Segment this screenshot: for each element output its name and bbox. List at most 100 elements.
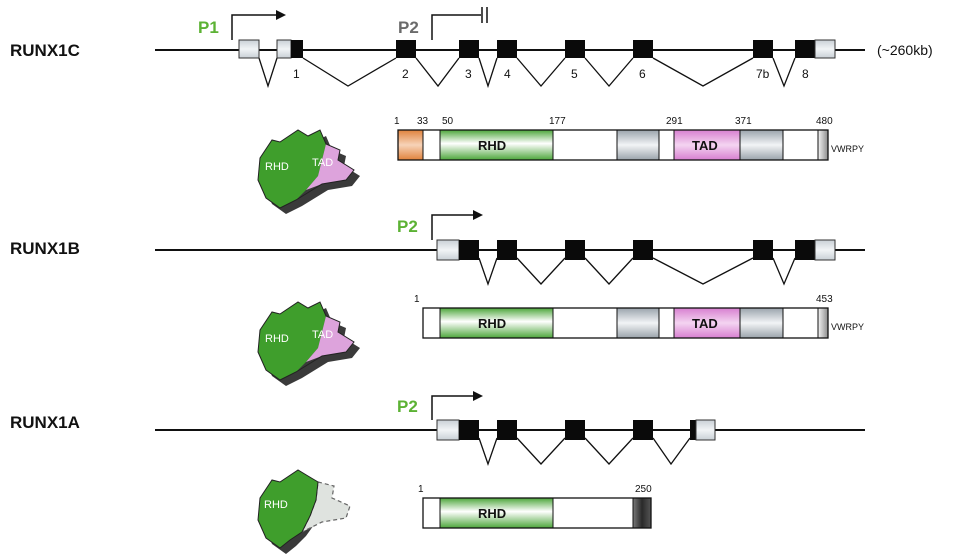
splice-line bbox=[772, 257, 796, 286]
splice-line bbox=[772, 57, 796, 88]
blob-rhd-label: RHD bbox=[265, 161, 289, 173]
c-terminal-end bbox=[818, 130, 828, 160]
tad-blob bbox=[306, 316, 354, 362]
coding-exon bbox=[795, 40, 815, 58]
splice-line bbox=[415, 57, 460, 88]
protein-segment bbox=[423, 498, 440, 528]
rhd-label: RHD bbox=[478, 316, 506, 331]
promoter-arrowhead bbox=[473, 210, 483, 220]
exon-number: 8 bbox=[802, 67, 809, 81]
exon-number: 6 bbox=[639, 67, 646, 81]
splice-line bbox=[478, 437, 498, 466]
c-terminal-end bbox=[818, 308, 828, 338]
coding-exon bbox=[753, 240, 773, 260]
rhd-blob bbox=[258, 302, 326, 380]
isoform-runx1a: RUNX1A P2 RHD 1 250 bbox=[10, 391, 865, 554]
promoter-p2-label: P2 bbox=[397, 397, 418, 416]
tad-blob bbox=[306, 144, 354, 190]
exon-number: 4 bbox=[504, 67, 511, 81]
isoform-label: RUNX1A bbox=[10, 413, 80, 432]
coding-exon bbox=[459, 240, 479, 260]
splice-line bbox=[652, 257, 754, 285]
blob-rhd-label: RHD bbox=[265, 333, 289, 345]
motif-label: VWRPY bbox=[831, 144, 864, 154]
motif-label: VWRPY bbox=[831, 322, 864, 332]
protein-outline bbox=[422, 307, 829, 339]
utr-exon bbox=[436, 419, 460, 441]
promoter-arrow-blocked bbox=[431, 14, 481, 40]
splice-line bbox=[478, 257, 498, 286]
rhd-domain bbox=[440, 130, 553, 160]
exon-number: 3 bbox=[465, 67, 472, 81]
coding-exon bbox=[565, 240, 585, 260]
splice-line bbox=[584, 437, 634, 465]
promoter-arrow bbox=[231, 14, 278, 40]
utr-exon bbox=[695, 419, 716, 441]
folded-protein-icon: RHD bbox=[257, 469, 351, 554]
protein-bar: RHD 1 250 bbox=[418, 484, 652, 529]
coding-exon bbox=[753, 40, 773, 58]
residue-position: 453 bbox=[816, 294, 833, 305]
utr-exon bbox=[814, 39, 836, 59]
c-terminal-end bbox=[633, 498, 651, 528]
coding-exon bbox=[633, 40, 653, 58]
coding-exon bbox=[291, 40, 303, 58]
tad-label: TAD bbox=[692, 138, 718, 153]
coding-exon bbox=[690, 420, 696, 440]
splice-line bbox=[478, 57, 498, 89]
residue-position: 50 bbox=[442, 116, 454, 127]
splice-line bbox=[302, 57, 397, 87]
isoform-label: RUNX1B bbox=[10, 239, 80, 258]
utr-exon bbox=[436, 239, 460, 261]
protein-bar: RHD TAD VWRPY 1 453 bbox=[414, 294, 864, 339]
residue-position: 177 bbox=[549, 116, 566, 127]
blob-tad-label: TAD bbox=[312, 157, 333, 169]
protein-segment bbox=[553, 308, 617, 338]
blob-tad-label: TAD bbox=[312, 329, 333, 341]
promoter-p1-label: P1 bbox=[198, 18, 219, 37]
isoform-runx1c: RUNX1C (~260kb) 1 2 3 4 5 6 7b 8 bbox=[10, 7, 933, 214]
protein-outline bbox=[422, 497, 652, 529]
coding-exon bbox=[459, 40, 479, 58]
exon-number: 1 bbox=[293, 67, 300, 81]
residue-position: 250 bbox=[635, 484, 652, 495]
splice-line bbox=[516, 57, 566, 87]
protein-segment bbox=[553, 130, 617, 160]
coding-exon bbox=[795, 240, 815, 260]
gray-segment bbox=[617, 130, 659, 160]
isoform-label: RUNX1C bbox=[10, 41, 80, 60]
utr-exon bbox=[814, 239, 836, 261]
coding-exon bbox=[497, 240, 517, 260]
tad-label: TAD bbox=[692, 316, 718, 331]
residue-position: 33 bbox=[417, 116, 429, 127]
splice-line bbox=[584, 257, 634, 285]
n-terminal-segment bbox=[398, 130, 423, 160]
residue-position: 480 bbox=[816, 116, 833, 127]
residue-position: 1 bbox=[414, 294, 420, 305]
residue-position: 371 bbox=[735, 116, 752, 127]
splice-line bbox=[516, 437, 566, 465]
coding-exon bbox=[633, 420, 653, 440]
splice-line bbox=[652, 57, 754, 87]
residue-position: 1 bbox=[394, 116, 400, 127]
folded-protein-icon: RHD TAD bbox=[257, 301, 360, 386]
folded-protein-icon: RHD TAD bbox=[257, 129, 360, 214]
coding-exon bbox=[497, 40, 517, 58]
gray-segment bbox=[617, 308, 659, 338]
blob-outline bbox=[257, 301, 355, 381]
rhd-label: RHD bbox=[478, 138, 506, 153]
gray-segment bbox=[740, 130, 783, 160]
protein-bar: RHD TAD VWRPY 1 33 50 177 291 371 480 bbox=[394, 116, 864, 161]
gene-size-label: (~260kb) bbox=[877, 42, 933, 58]
residue-position: 291 bbox=[666, 116, 683, 127]
coding-exon bbox=[565, 40, 585, 58]
rhd-domain bbox=[440, 308, 553, 338]
promoter-arrow bbox=[431, 214, 475, 240]
rhd-blob bbox=[257, 469, 319, 549]
coding-exon bbox=[565, 420, 585, 440]
protein-outline bbox=[397, 129, 829, 161]
coding-exon bbox=[459, 420, 479, 440]
coding-exon bbox=[396, 40, 416, 58]
residue-position: 1 bbox=[418, 484, 424, 495]
